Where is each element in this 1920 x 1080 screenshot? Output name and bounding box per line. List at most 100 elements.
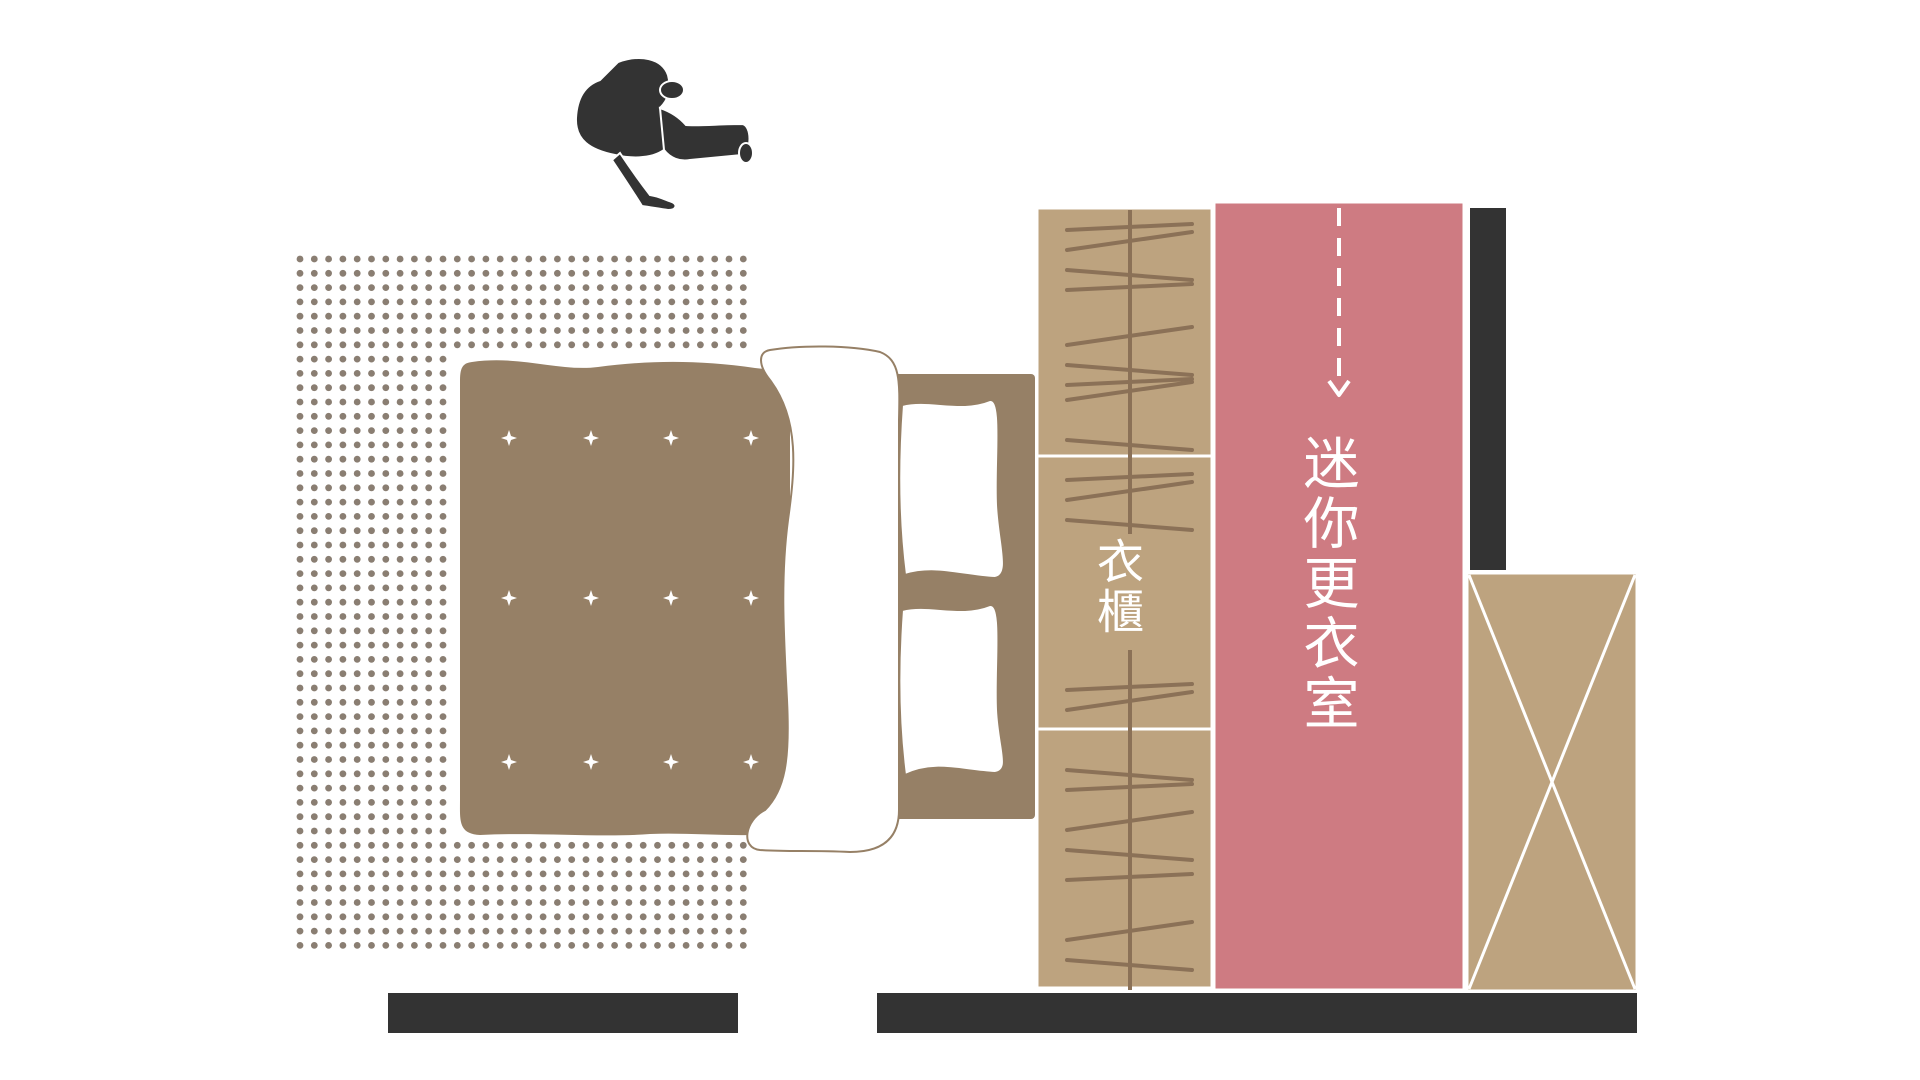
rug-dot [396,412,404,420]
rug-dot [568,856,576,863]
rug-dot [611,341,618,349]
rug-dot [296,670,304,678]
rug-dot [596,870,604,878]
rug-dot [439,884,447,892]
rug-dot [439,756,447,763]
rug-dot [654,341,661,349]
rug-dot [310,269,318,277]
sparkle-icon [743,590,759,606]
rug-dot [368,412,375,420]
rug-dot [368,498,375,506]
rug-dot [396,899,404,906]
rug-dot [325,470,332,477]
rug-dot [296,698,304,706]
rug-dot [425,913,433,921]
rug-dot [468,841,475,849]
rug-dot [554,856,561,863]
rug-dot [396,312,404,320]
rug-dot [325,870,332,878]
rug-dot [639,255,647,263]
rug-dot [439,841,447,849]
rug-dot [468,284,475,291]
rug-dot [411,713,418,720]
rug-dot [525,312,533,320]
rug-dot [468,870,475,878]
rug-dot [496,913,504,921]
rug-dot [382,355,390,363]
rug-dot [353,412,361,420]
rug-dot [425,899,433,906]
rug-dot [353,627,361,635]
rug-dot [411,741,418,749]
rug-dot [468,899,475,906]
rug-dot [368,441,375,449]
rug-dot [482,269,490,277]
rug-dot [339,441,347,449]
rug-dot [639,284,647,291]
rug-dot [296,641,304,649]
rug-dot [353,498,361,506]
rug-dot [353,584,361,592]
rug-dot [539,841,547,849]
rug-dot [525,913,533,921]
rug-dot [625,942,633,949]
rug-dot [739,841,747,849]
rug-dot [511,856,518,863]
rug-dot [425,627,433,635]
rug-dot [425,355,433,363]
pillows [898,399,1005,777]
rug-dot [382,670,390,678]
rug-dot [382,813,390,821]
rug-dot [697,884,704,892]
rug-dot [511,884,518,892]
rug-dot [339,370,347,377]
rug-dot [711,284,719,291]
rug-dot [425,398,433,406]
rug-dot [582,312,590,320]
rug-dot [425,370,433,377]
rug-dot [611,312,618,320]
rug-dot [697,255,704,263]
rug-dot [382,312,390,320]
rug-dot [310,813,318,821]
wardrobe [1035,206,1214,990]
rug-dot [368,870,375,878]
rug-dot [639,312,647,320]
rug-dot [596,841,604,849]
rug-dot [711,255,719,263]
rug-dot [310,827,318,835]
rug-dot [596,856,604,863]
rug-dot [325,684,332,692]
rug-dot [482,298,490,306]
rug-dot [396,269,404,277]
hanger-line [1065,325,1194,347]
rug-dot [425,541,433,549]
rug-dot [339,298,347,306]
rug-dot [325,799,332,806]
rug-dot [325,627,332,635]
rug-dot [339,455,347,463]
rug-dot [668,841,676,849]
rug-dot [325,312,332,320]
rug-dot [525,942,533,949]
rug-dot [353,884,361,892]
rug-dot [396,570,404,577]
rug-dot [368,942,375,949]
rug-dot [339,841,347,849]
rug-dot [425,498,433,506]
rug-dot [439,927,447,935]
rug-dot [596,284,604,291]
rug-dot [411,698,418,706]
rug-dot [296,756,304,763]
rug-dot [425,741,433,749]
rug-dot [325,269,332,277]
rug-dot [511,327,518,334]
rug-dot [411,398,418,406]
quilt-sparkles [501,430,759,770]
rug-dot [668,298,676,306]
rug-dot [325,255,332,263]
rug-dot [396,298,404,306]
rug-dot [310,841,318,849]
rug-dot [453,927,461,935]
rug-dot [482,884,490,892]
